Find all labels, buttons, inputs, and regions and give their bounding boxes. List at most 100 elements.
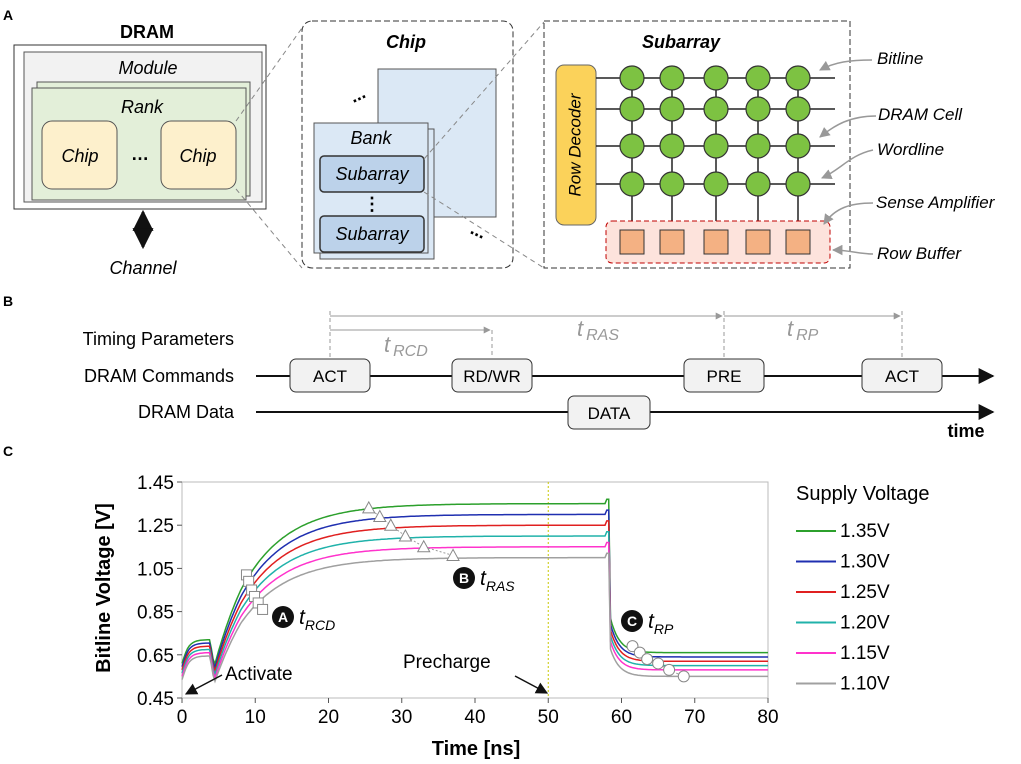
marker-tRAS-4 (416, 539, 431, 553)
callout-sense-amplifier: Sense Amplifier (876, 193, 996, 212)
dram-cell-3-3 (745, 171, 771, 197)
subarray-vertical-dots: ⋮ (363, 194, 381, 214)
x-tick-label-0: 0 (177, 707, 188, 728)
y-tick-label-2: 0.85 (137, 603, 174, 624)
sense-amplifier-1 (659, 229, 685, 255)
zoom-line-chip-top (235, 27, 303, 122)
plot-area (181, 481, 769, 699)
sense-amplifier-0 (619, 229, 645, 255)
zoom-line-subarray-bottom (423, 191, 545, 269)
zoom-line-chip-bottom (235, 188, 303, 269)
cmd-act-1-label: ACT (313, 367, 347, 386)
series-line-1.25V (181, 520, 768, 674)
annotation-letter-B: B (459, 570, 469, 586)
row-decoder (555, 64, 597, 226)
x-tick-label-30: 30 (391, 707, 412, 728)
x-tick-label-10: 10 (245, 707, 266, 728)
dram-cell-0-3 (745, 65, 771, 91)
cmd-act-2 (861, 358, 943, 393)
y-tick-label-3: 1.05 (137, 559, 174, 580)
marker-tRCD-5 (257, 603, 269, 615)
marker-tRP-5 (677, 670, 690, 683)
row-decoder-label: Row Decoder (565, 92, 584, 196)
sense-amplifier-4 (785, 229, 811, 255)
chip-dots: … (131, 144, 149, 164)
chip-box-title: Chip (386, 32, 426, 52)
marker-tRP-2 (641, 653, 654, 666)
cmd-act-1 (289, 358, 371, 393)
x-tick-label-40: 40 (464, 707, 485, 728)
cmd-rdwr-label: RD/WR (463, 367, 521, 386)
legend-label-1.20V: 1.20V (840, 613, 890, 634)
plot-frame (181, 481, 769, 699)
series-line-1.30V (181, 509, 768, 670)
y-tick-label-0: 0.45 (137, 689, 174, 710)
annotation-label-C: tRP (648, 610, 674, 637)
marker-tRAS-0 (361, 500, 376, 514)
callout-arrow-dram-cell (819, 115, 877, 138)
cmd-pre (683, 358, 765, 393)
callout-row-buffer: Row Buffer (877, 244, 962, 263)
marker-tRP-4 (663, 663, 676, 676)
annotation-activate-arrow (184, 674, 223, 695)
zoom-line-subarray-top (423, 21, 545, 160)
dram-cell-0-0 (619, 65, 645, 91)
legend: Supply Voltage 1.35V1.30V1.25V1.20V1.15V… (796, 483, 929, 695)
annotation-badge-B (453, 567, 475, 589)
panel-a: A DRAM Module Rank Chip … Chip Channel C… (3, 7, 996, 278)
callout-arrow-sense-amplifier (823, 202, 874, 225)
x-axis-label: Time [ns] (432, 738, 521, 760)
y-tick-label-5: 1.45 (137, 473, 174, 494)
plot-markers (240, 500, 690, 683)
marker-tRAS-1 (372, 509, 387, 523)
annotation-letter-C: C (627, 613, 637, 629)
chip-label-left: Chip (61, 146, 98, 166)
callout-arrow-wordline (821, 149, 874, 179)
x-tick-label-80: 80 (757, 707, 778, 728)
panel-b-letter: B (3, 293, 13, 309)
series-line-1.35V (181, 498, 768, 667)
dram-cell-2-3 (745, 133, 771, 159)
cmd-pre-label: PRE (707, 367, 742, 386)
marker-tRAS-3 (398, 528, 413, 542)
callout-bitline: Bitline (877, 49, 923, 68)
dram-cell-3-1 (659, 171, 685, 197)
callout-dram-cell: DRAM Cell (878, 105, 963, 124)
dram-cell-1-1 (659, 96, 685, 122)
dram-cell-1-4 (785, 96, 811, 122)
annotation-label-B: tRAS (480, 567, 515, 594)
annotation-precharge-arrow (514, 675, 549, 694)
marker-path-tRAS (368, 507, 454, 556)
chip-right (160, 120, 237, 190)
legend-title: Supply Voltage (796, 483, 929, 505)
annotation-letter-A: A (278, 609, 288, 625)
row-label-timing: Timing Parameters (83, 329, 234, 349)
subarray-1 (319, 155, 425, 193)
legend-label-1.30V: 1.30V (840, 552, 890, 573)
annotation-badge-C (621, 610, 643, 632)
callout-arrow-row-buffer (831, 244, 874, 256)
dram-cell-0-4 (785, 65, 811, 91)
data-block-label: DATA (588, 404, 631, 423)
annotation-activate: Activate (225, 664, 293, 685)
cmd-act-2-label: ACT (885, 367, 919, 386)
callout-arrow-bitline (819, 59, 873, 71)
legend-label-1.35V: 1.35V (840, 521, 890, 542)
legend-label-1.15V: 1.15V (840, 643, 890, 664)
row-label-data: DRAM Data (138, 402, 235, 422)
dram-title: DRAM (120, 22, 174, 42)
x-tick-label-70: 70 (684, 707, 705, 728)
x-tick-label-50: 50 (538, 707, 559, 728)
marker-tRAS-5 (446, 548, 460, 561)
annotation-label-A: tRCD (299, 606, 335, 633)
cmd-rdwr (451, 358, 533, 393)
chip-left (41, 120, 118, 190)
sense-amplifiers (619, 229, 811, 255)
dram-cell-0-1 (659, 65, 685, 91)
subarray-label-1: Subarray (335, 164, 409, 184)
dram-cell-2-1 (659, 133, 685, 159)
